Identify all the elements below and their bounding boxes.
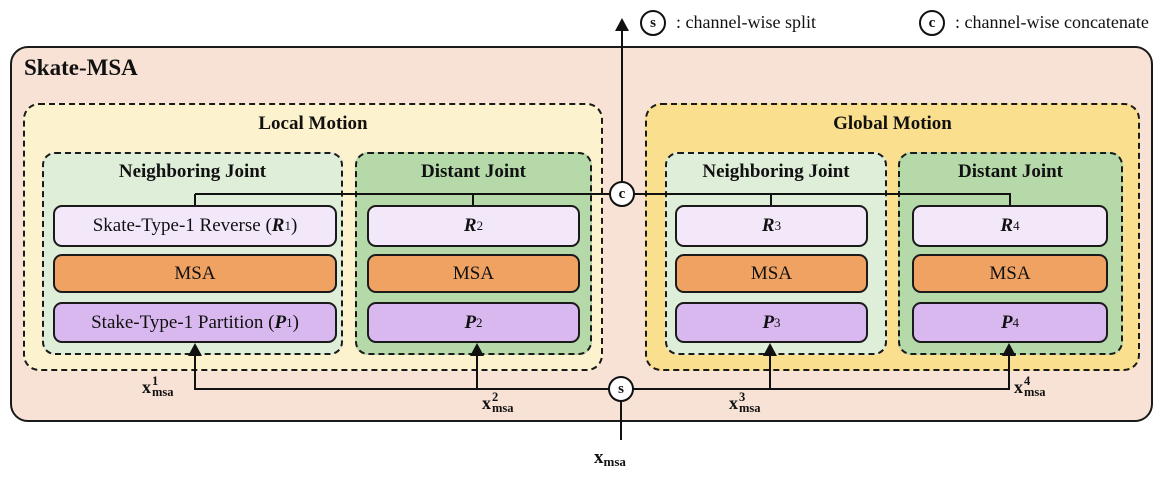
- partition2-symbol: P: [464, 311, 477, 333]
- reverse2-connector-stub: [472, 194, 474, 206]
- local-motion-label: Local Motion: [258, 113, 368, 134]
- input1-line: [194, 352, 196, 390]
- partition3-symbol: P: [762, 311, 775, 333]
- legend-split-label: : channel-wise split: [676, 12, 816, 32]
- input2-base: x: [482, 393, 491, 413]
- neighboring-joint-label-local: Neighboring Joint: [118, 161, 267, 182]
- input3-superscript: 3: [739, 390, 746, 404]
- reverse1-prefix: Skate-Type-1 Reverse (: [92, 215, 272, 236]
- neighboring-joint-label-global: Neighboring Joint: [702, 161, 850, 182]
- output-line: [621, 30, 623, 194]
- input3-subscript: msa: [739, 401, 761, 415]
- split-icon: s: [640, 10, 666, 36]
- reverse3-connector-stub: [770, 194, 772, 206]
- concat-icon: c: [919, 10, 945, 36]
- input3-line: [769, 352, 771, 390]
- split-node-letter: s: [618, 380, 624, 397]
- msa-box-2: MSA: [367, 254, 580, 293]
- input1-base: x: [142, 377, 151, 397]
- global-motion-label: Global Motion: [833, 113, 952, 134]
- reverse1-suffix: ): [290, 215, 298, 236]
- partition4-symbol: P: [1000, 311, 1013, 333]
- output-arrow-icon: [615, 18, 629, 31]
- input4-line: [1008, 352, 1010, 390]
- diagram-title: Skate-MSA: [24, 55, 138, 80]
- concat-connector-line: [195, 193, 1011, 195]
- partition1-suffix: ): [292, 311, 299, 333]
- input-main-base: x: [594, 447, 604, 468]
- msa-box-4: MSA: [912, 254, 1108, 293]
- input-main-line: [620, 401, 622, 440]
- reverse3-symbol: R: [761, 215, 775, 236]
- input2-superscript: 2: [492, 390, 499, 404]
- reverse4-connector-stub: [1009, 194, 1011, 206]
- split-connector-line: [195, 388, 1009, 390]
- reverse1-connector-stub: [194, 194, 196, 206]
- reverse2-symbol: R: [463, 215, 477, 236]
- reverse1-symbol: R: [271, 215, 285, 236]
- legend-concat-label: : channel-wise concatenate: [955, 12, 1149, 32]
- input1-arrow-icon: [188, 343, 202, 356]
- split-node: s: [608, 376, 634, 402]
- input4-arrow-icon: [1002, 343, 1016, 356]
- split-icon-letter: s: [650, 14, 656, 31]
- input3-arrow-icon: [763, 343, 777, 356]
- input3-base: x: [729, 393, 738, 413]
- input2-subscript: msa: [492, 401, 514, 415]
- distant-joint-label-global: Distant Joint: [957, 161, 1064, 182]
- reverse4-symbol: R: [1000, 215, 1014, 236]
- partition1-symbol: P: [274, 311, 287, 333]
- concat-node: c: [609, 181, 635, 207]
- msa-box-3: MSA: [675, 254, 868, 293]
- input4-subscript: msa: [1024, 385, 1046, 399]
- input-main-subscript: msa: [603, 454, 626, 469]
- input4-base: x: [1014, 377, 1023, 397]
- distant-joint-label-local: Distant Joint: [420, 161, 527, 182]
- input1-superscript: 1: [152, 374, 159, 388]
- input1-subscript: msa: [152, 385, 174, 399]
- msa-box-1: MSA: [53, 254, 337, 293]
- concat-icon-letter: c: [928, 14, 936, 31]
- input4-superscript: 4: [1024, 374, 1031, 388]
- concat-node-letter: c: [618, 185, 626, 202]
- partition1-prefix: Stake-Type-1 Partition (: [91, 311, 275, 333]
- input2-arrow-icon: [470, 343, 484, 356]
- input2-line: [476, 352, 478, 390]
